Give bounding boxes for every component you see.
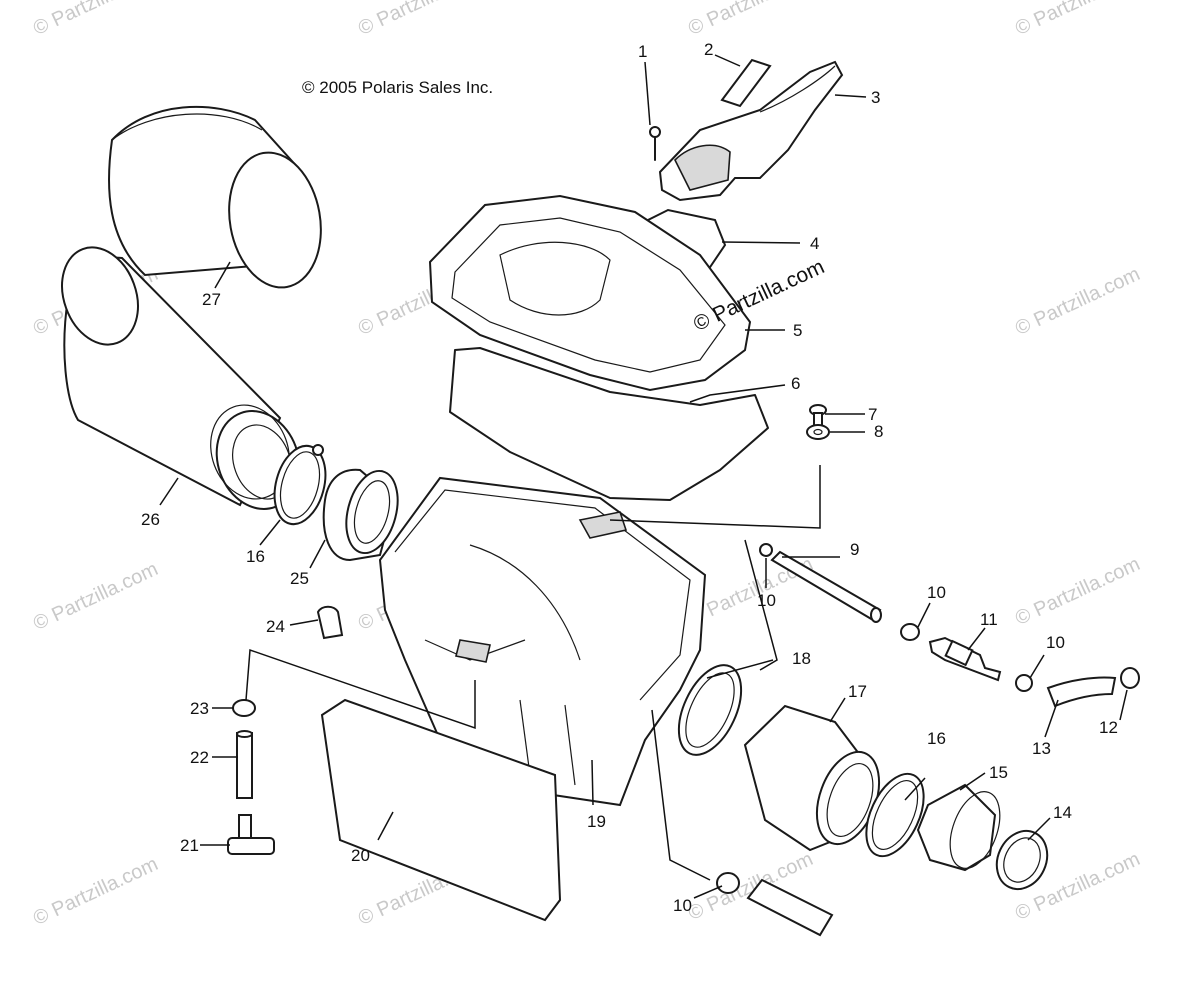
part-6-lid-gasket <box>449 347 769 501</box>
callout-12: 12 <box>1099 718 1118 737</box>
callout-23: 23 <box>190 699 209 718</box>
copyright-notice: © 2005 Polaris Sales Inc. <box>302 78 494 97</box>
part-10-hose-clamp <box>716 543 1033 894</box>
callout-6: 6 <box>791 374 800 393</box>
part-27-prefilter-sleeve <box>108 105 322 289</box>
part-11-check-valve <box>928 636 1002 682</box>
callout-20: 20 <box>351 846 370 865</box>
callout-26: 26 <box>141 510 160 529</box>
part-12-clamp <box>1120 667 1140 689</box>
callout-21: 21 <box>180 836 199 855</box>
part-13-vent-hose <box>1046 676 1117 708</box>
callout-11: 11 <box>980 610 998 629</box>
callout-22: 22 <box>190 748 209 767</box>
part-20-shield-panel <box>320 698 562 922</box>
part-16-clamp-left <box>273 444 327 526</box>
callout-7: 7 <box>868 405 877 424</box>
part-26-air-filter <box>61 246 301 510</box>
part-2-foam-pad <box>720 58 772 108</box>
callout-27: 27 <box>202 290 221 309</box>
callout-10: 10 <box>673 896 692 915</box>
part-1-screw <box>649 126 661 161</box>
part-9-drain-hose <box>770 550 882 623</box>
part-22-tube <box>236 730 253 799</box>
callout-8: 8 <box>874 422 883 441</box>
callout-10: 10 <box>1046 633 1065 652</box>
callout-2: 2 <box>704 40 713 59</box>
callout-labels: 1 2 3 4 5 6 7 8 9 10 10 10 10 11 12 13 1… <box>141 40 1118 915</box>
callout-18: 18 <box>792 649 811 668</box>
drain-tube <box>746 878 834 937</box>
callout-25: 25 <box>290 569 309 588</box>
callout-10: 10 <box>757 591 776 610</box>
callout-1: 1 <box>638 42 647 61</box>
callout-10: 10 <box>927 583 946 602</box>
part-14-clamp <box>995 829 1049 891</box>
part-17-intake-tube <box>743 704 881 852</box>
part-23-clamp <box>232 699 256 717</box>
part-3-intake-duct <box>658 60 844 202</box>
callout-14: 14 <box>1053 803 1072 822</box>
part-25-filter-adapter <box>322 468 399 562</box>
part-21-tee-fitting <box>227 814 275 855</box>
part-24-clip <box>316 605 344 640</box>
part-15-intake-boot <box>916 783 1001 872</box>
callout-4: 4 <box>810 234 819 253</box>
callout-13: 13 <box>1032 739 1051 758</box>
callout-16: 16 <box>927 729 946 748</box>
part-7-screw <box>809 404 827 434</box>
callout-5: 5 <box>793 321 802 340</box>
leader-lines <box>159 54 1128 899</box>
callout-3: 3 <box>871 88 880 107</box>
part-5-airbox-lid <box>428 194 752 392</box>
callout-24: 24 <box>266 617 285 636</box>
callout-19: 19 <box>587 812 606 831</box>
callout-15: 15 <box>989 763 1008 782</box>
part-18-seal-ring <box>677 664 743 756</box>
callout-16: 16 <box>246 547 265 566</box>
callout-17: 17 <box>848 682 867 701</box>
part-8-washer <box>806 424 830 440</box>
callout-9: 9 <box>850 540 859 559</box>
